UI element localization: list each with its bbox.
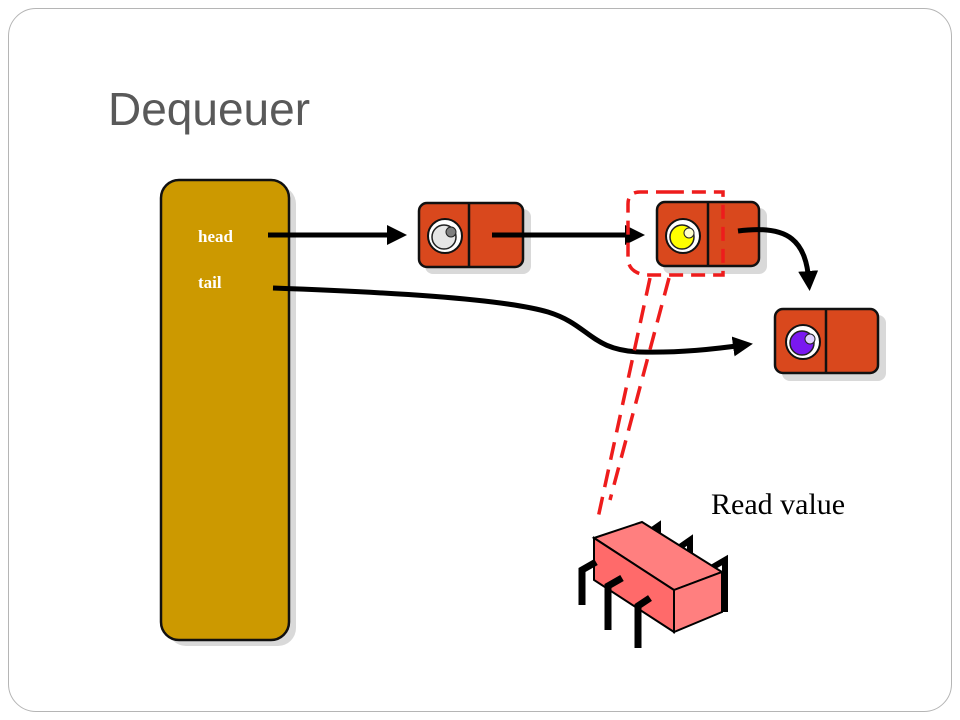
read-value-leader-right xyxy=(608,277,671,501)
thread-leg xyxy=(711,554,728,612)
first-node xyxy=(655,200,767,274)
sentinel-node xyxy=(417,201,531,274)
first-value-highlight xyxy=(683,227,695,239)
thread-leg xyxy=(604,574,624,630)
dequeuer-thread-icon xyxy=(578,520,728,648)
read-value-highlight xyxy=(626,190,725,277)
queue-object xyxy=(159,178,296,646)
thread-leg xyxy=(578,558,598,605)
thread-leg xyxy=(634,595,652,648)
tail-field-label: tail xyxy=(198,273,222,292)
tail-pointer-arrow xyxy=(272,285,753,357)
sentinel-value-highlight xyxy=(445,226,457,238)
last-value-highlight xyxy=(804,333,816,345)
read-value-leader-left xyxy=(596,277,652,519)
read-value-caption: Read value xyxy=(711,488,846,521)
queue-object-box xyxy=(159,178,291,642)
last-node xyxy=(773,307,886,381)
slide-title: Dequeuer xyxy=(108,83,311,135)
first-next-arrow xyxy=(737,227,819,291)
head-field-label: head xyxy=(198,227,233,246)
thread-body-front xyxy=(673,570,723,634)
